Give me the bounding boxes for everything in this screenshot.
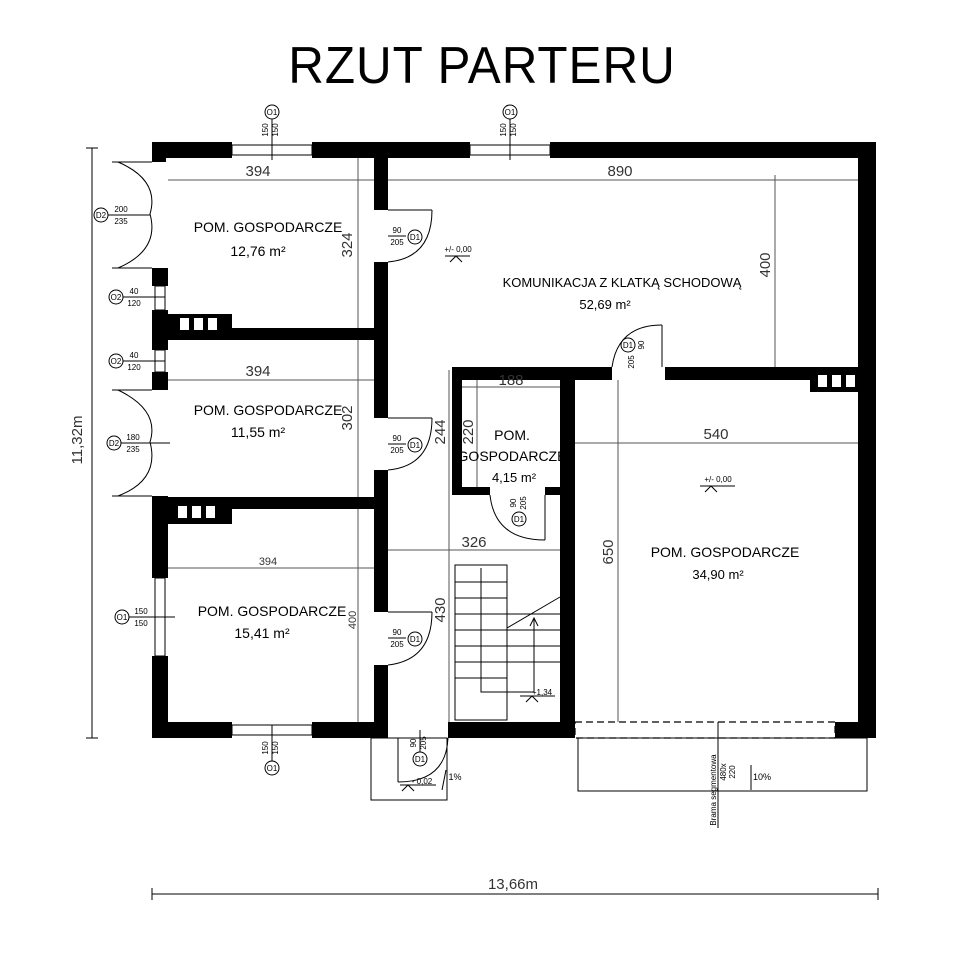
- overall-height-label: 11,32m: [69, 416, 86, 465]
- tag-d1-room2: 90 205 D1: [388, 434, 423, 455]
- tag-o1-top-right: O1: [505, 108, 516, 117]
- d1-height: 205: [519, 496, 528, 510]
- room3-name: POM. GOSPODARCZE: [198, 603, 347, 619]
- dim-small-height: 220: [460, 419, 477, 444]
- o2-height: 120: [127, 299, 141, 308]
- dim-garage-width: 540: [703, 426, 728, 443]
- o1-width: 150: [261, 123, 270, 137]
- tag-d1-entry: D1 90 205: [409, 730, 428, 767]
- dim-garage-height: 650: [600, 539, 617, 564]
- drawing-title: RZUT PARTERU: [288, 37, 676, 95]
- d1-width: 90: [637, 340, 646, 349]
- o1-width: 150: [134, 607, 148, 616]
- tag-d1-room3: 90 205 D1: [388, 628, 423, 649]
- dim-room1-height: 324: [339, 232, 356, 257]
- room1-area: 12,76 m²: [230, 243, 286, 259]
- dim-hall-width: 890: [607, 163, 632, 180]
- room-labels: POM. GOSPODARCZE 12,76 m² POM. GOSPODARC…: [194, 219, 800, 641]
- dim-room2-width: 394: [245, 363, 270, 380]
- slope-entry: 1%: [448, 772, 461, 782]
- level-stairs: +1,34: [532, 688, 553, 697]
- o2-width: 40: [130, 287, 139, 296]
- d1-width: 90: [409, 738, 418, 747]
- slope-garage: 10%: [753, 772, 771, 782]
- garage-name: POM. GOSPODARCZE: [651, 544, 800, 560]
- d1-label: D1: [415, 755, 426, 764]
- overall-dimensions: 11,32m 13,66m: [69, 147, 879, 900]
- tag-o2-upper: O2: [111, 293, 122, 302]
- d1-label: D1: [514, 515, 525, 524]
- d1-height: 205: [390, 640, 404, 649]
- d2-height: 235: [114, 217, 128, 226]
- o2-height: 120: [127, 363, 141, 372]
- o1-width: 150: [499, 123, 508, 137]
- d1-width: 90: [393, 628, 402, 637]
- room1-name: POM. GOSPODARCZE: [194, 219, 343, 235]
- hall-area: 52,69 m²: [579, 297, 631, 312]
- doors: [112, 161, 663, 783]
- o1-height: 150: [134, 619, 148, 628]
- dim-small-width: 188: [498, 372, 523, 389]
- level-entry: - 0,02: [412, 777, 433, 786]
- dim-corridor-430: 430: [432, 597, 449, 622]
- o1-height: 150: [271, 741, 280, 755]
- room2-name: POM. GOSPODARCZE: [194, 402, 343, 418]
- hall-name: KOMUNIKACJA Z KLATKĄ SCHODOWĄ: [503, 275, 742, 290]
- aprons: [370, 722, 868, 828]
- small-room-area: 4,15 m²: [492, 470, 537, 485]
- d1-width: 90: [509, 498, 518, 507]
- chimney-vents: [178, 318, 855, 518]
- d2-height: 235: [126, 445, 140, 454]
- tag-d2-lower: D2: [109, 439, 120, 448]
- gate-label: Brama segmentowa: [709, 754, 718, 826]
- tag-d1-small: D1 90 205: [509, 496, 528, 527]
- d1-height: 205: [627, 355, 636, 369]
- staircase: [454, 564, 561, 721]
- tag-o2-lower: O2: [111, 357, 122, 366]
- level-marks: +/- 0,00 +/- 0,00 +1,34 - 0,02 1% 10% Br…: [400, 245, 771, 826]
- dim-room1-width: 394: [245, 163, 270, 180]
- d1-label: D1: [410, 233, 421, 242]
- o1-width: 150: [261, 741, 270, 755]
- dim-room3-width: 394: [259, 556, 277, 568]
- d1-height: 205: [390, 238, 404, 247]
- tag-o1-left: O1: [117, 613, 128, 622]
- dimension-labels: 394 890 324 400 394 302 394 400 188 220 …: [245, 163, 774, 629]
- d1-height: 205: [419, 736, 428, 750]
- level-garage: +/- 0,00: [704, 475, 732, 484]
- d1-width: 90: [393, 226, 402, 235]
- dimension-lines: [168, 158, 858, 722]
- small-room-name-1: POM.: [494, 427, 530, 443]
- walls: [152, 142, 876, 738]
- d1-label: D1: [410, 441, 421, 450]
- small-room-name-2: GOSPODARCZE: [458, 448, 567, 464]
- dim-corridor-326: 326: [461, 534, 486, 551]
- d1-height: 205: [390, 446, 404, 455]
- opening-tags: O1 150 150 O1 150 150 O1 150 150 O1 150 …: [93, 104, 646, 776]
- tag-o1-bottom: O1: [267, 764, 278, 773]
- dim-hall-height: 400: [757, 252, 774, 277]
- d1-label: D1: [623, 341, 634, 350]
- level-main: +/- 0,00: [444, 245, 472, 254]
- room2-area: 11,55 m²: [231, 424, 286, 440]
- dim-corridor-244: 244: [432, 419, 449, 444]
- d1-width: 90: [393, 434, 402, 443]
- garage-area: 34,90 m²: [692, 567, 744, 582]
- d2-width: 180: [126, 433, 140, 442]
- tag-d2-upper: D2: [96, 211, 107, 220]
- tag-d1-hall: D1 90 205: [620, 337, 646, 369]
- tag-d1-room1: 90 205 D1: [388, 226, 423, 247]
- gate-size-2: 220: [728, 765, 737, 779]
- gate-size-1: 480x: [719, 763, 728, 780]
- d1-label: D1: [410, 635, 421, 644]
- dim-room3-height: 400: [347, 611, 359, 629]
- overall-width-label: 13,66m: [488, 876, 538, 893]
- d2-width: 200: [114, 205, 128, 214]
- o1-height: 150: [509, 123, 518, 137]
- tag-o1-top-left: O1: [267, 108, 278, 117]
- room3-area: 15,41 m²: [234, 625, 290, 641]
- o1-height: 150: [271, 123, 280, 137]
- o2-width: 40: [130, 351, 139, 360]
- dim-room2-height: 302: [339, 405, 356, 430]
